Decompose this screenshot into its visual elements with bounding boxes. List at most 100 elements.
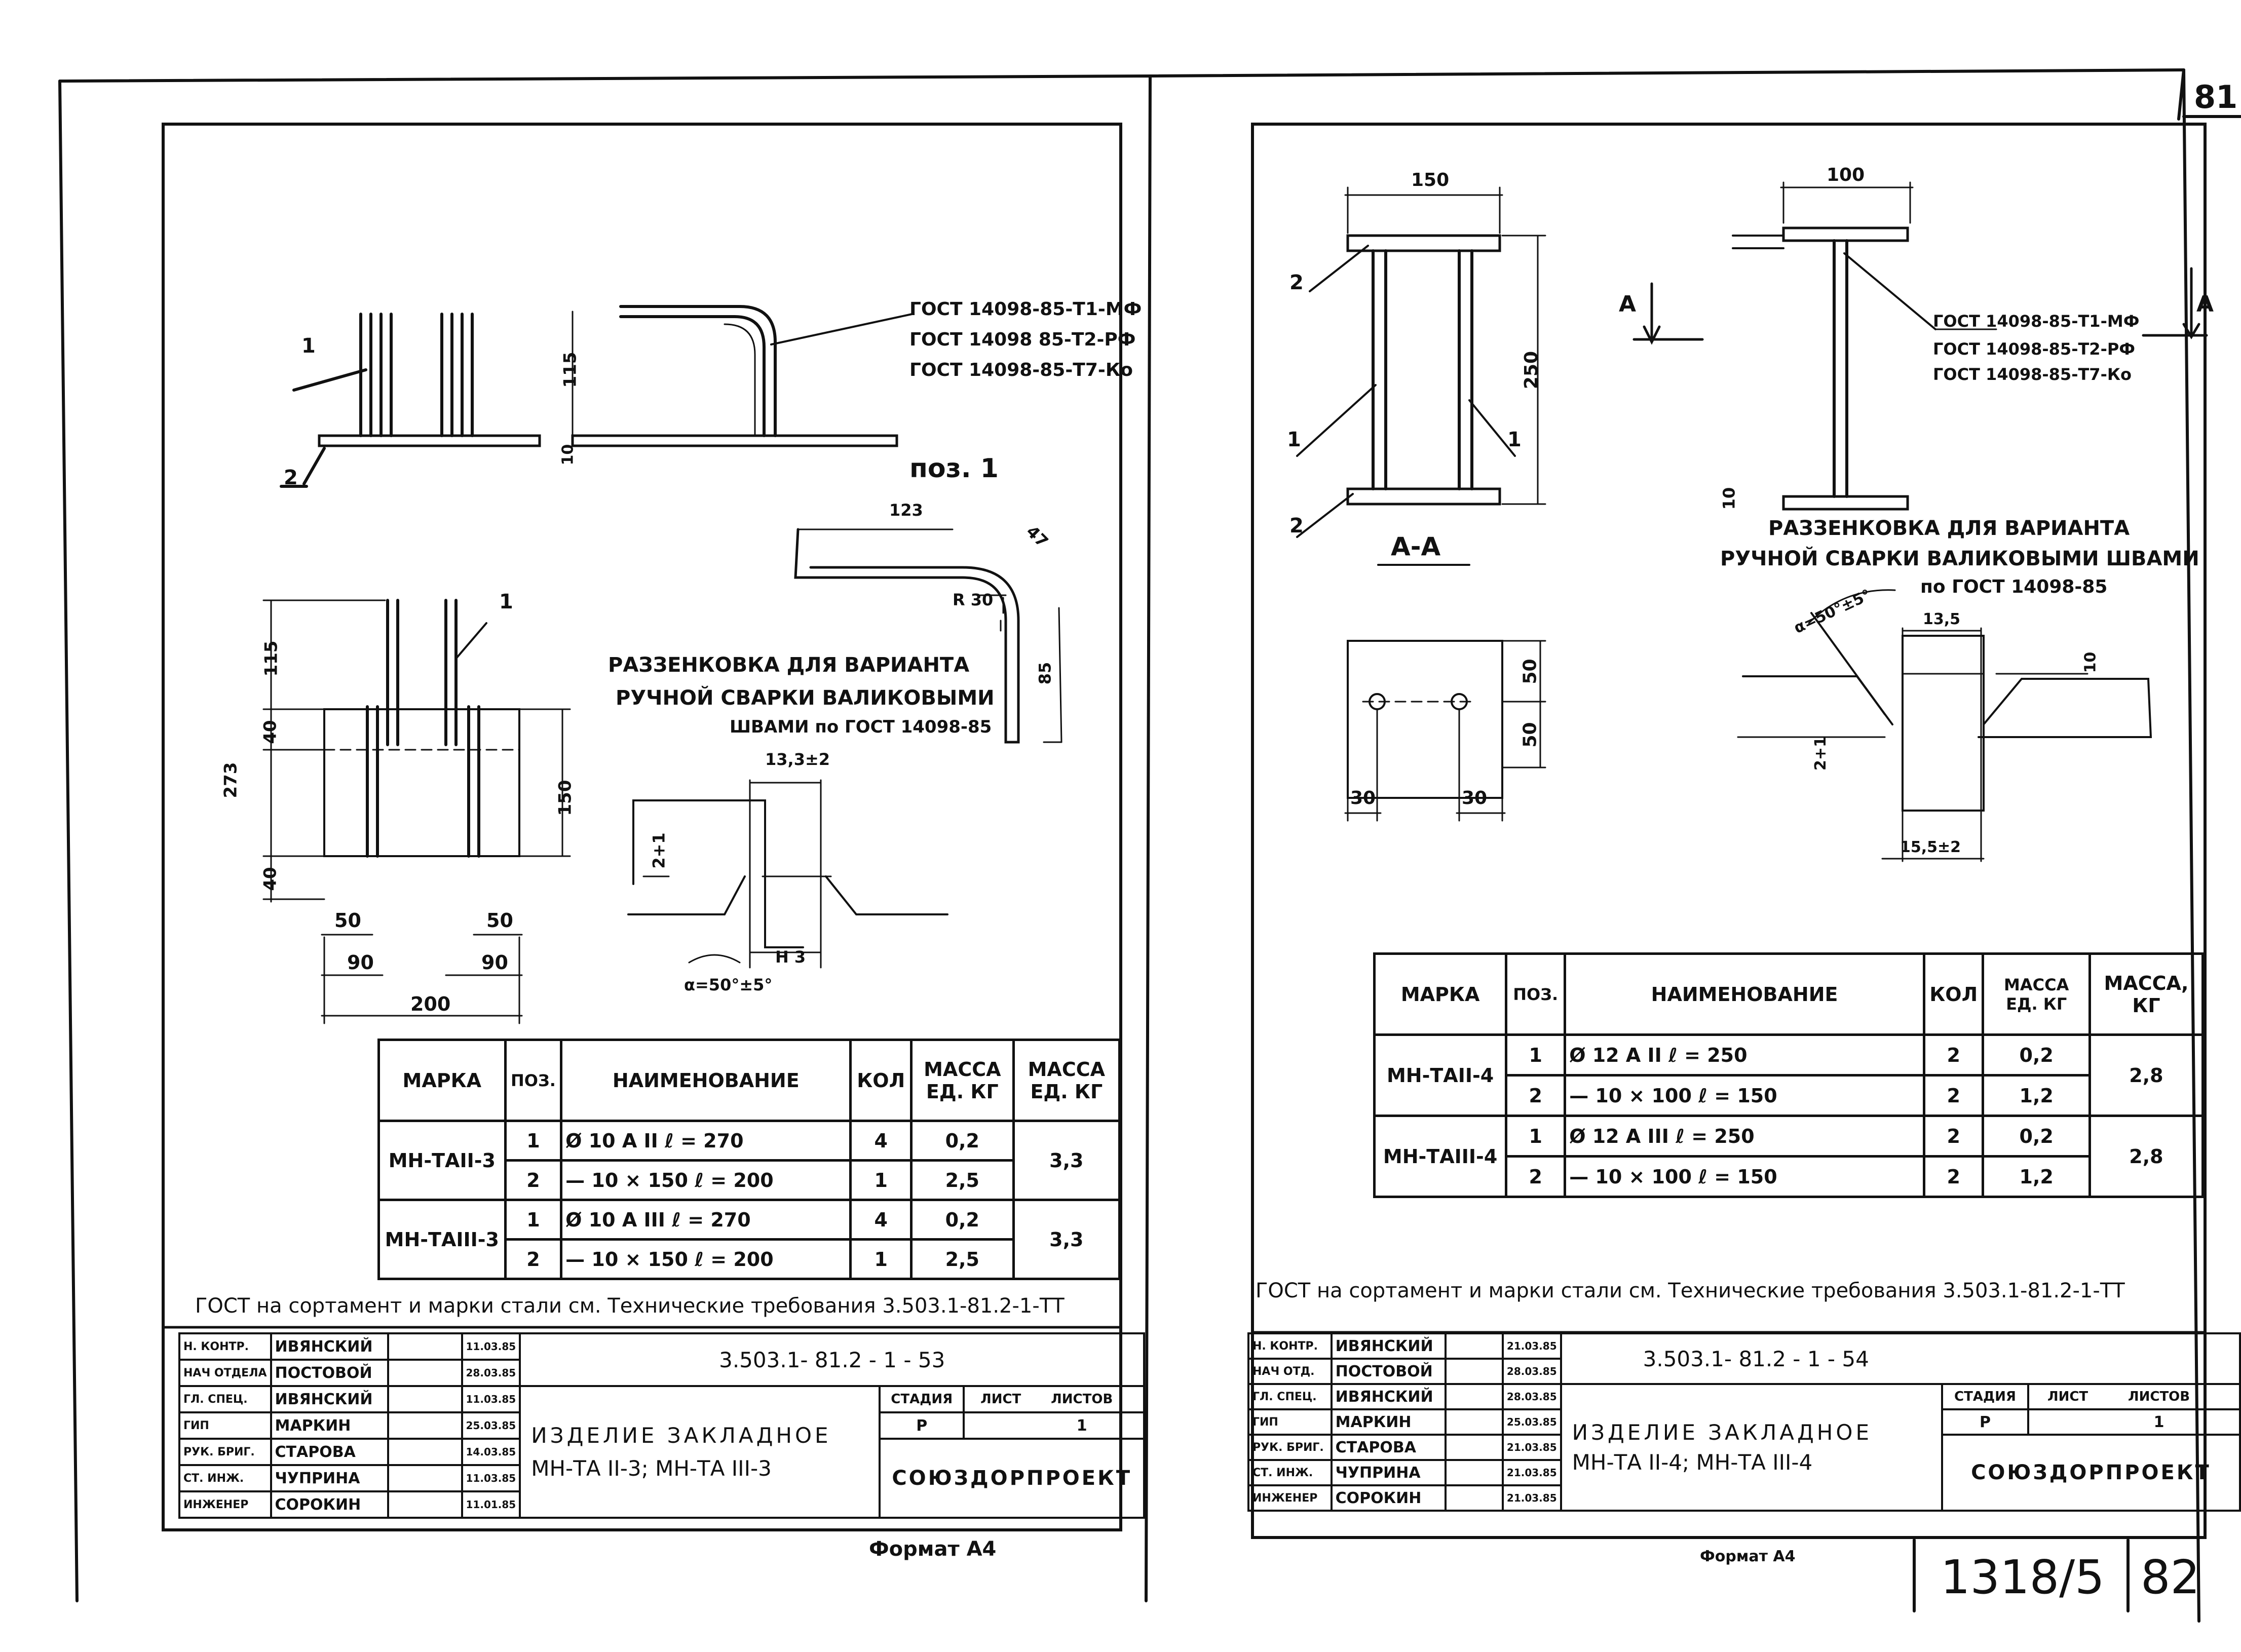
poz-cell: 1: [504, 1120, 563, 1162]
stamp-name: МАРКИН: [270, 1411, 389, 1440]
outer-frame-right: [1149, 68, 2185, 78]
mark-cell: МН-ТАIII-3: [377, 1199, 507, 1280]
stamp-role: РУК. БРИГ.: [1247, 1434, 1333, 1461]
archive-page: 82: [2141, 1550, 2200, 1604]
stamp-sheets-value: 1: [2153, 1413, 2164, 1431]
dim-90a: 90: [347, 951, 374, 974]
dim-v40b: 40: [260, 867, 281, 891]
total-cell: 3,3: [1012, 1120, 1121, 1201]
mass-cell: 0,2: [1982, 1115, 2091, 1158]
mass-cell: 0,2: [909, 1199, 1015, 1241]
stamp-sheets: 1: [2027, 1408, 2241, 1436]
poz-cell: 2: [504, 1238, 563, 1280]
left-inner-frame: [162, 123, 1122, 1531]
qty-cell: 4: [849, 1120, 913, 1162]
callout-1b: 1: [499, 590, 513, 613]
gost-ref-3: ГОСТ 14098-85-Т7-Ко: [1933, 365, 2132, 384]
stamp-sign: [387, 1359, 463, 1387]
dim-v40a: 40: [260, 720, 281, 744]
archive-number: 1318/5: [1941, 1550, 2105, 1604]
countersink-note-2: РУЧНОЙ СВАРКИ ВАЛИКОВЫМИ ШВАМИ: [1720, 547, 2199, 570]
stamp-title-2: МН-ТА II-3; МН-ТА III-3: [531, 1456, 772, 1481]
countersink-note-1: РАЗЗЕНКОВКА ДЛЯ ВАРИАНТА: [608, 654, 970, 677]
th-poz: ПОЗ.: [504, 1039, 563, 1122]
stamp-stage: Р: [1941, 1408, 2030, 1436]
stamp-role: ИНЖЕНЕР: [178, 1490, 272, 1519]
name-cell: Ø 10 А III ℓ = 270: [560, 1199, 852, 1241]
page-corner-number: 81: [2194, 79, 2238, 116]
callout-2: 2: [284, 466, 298, 489]
right-spec-table: МАРКА ПОЗ. НАИМЕНОВАНИЕ КОЛ МАССА ЕД. КГ…: [1373, 952, 2205, 1198]
left-spec-table: МАРКА ПОЗ. НАИМЕНОВАНИЕ КОЛ МАССА ЕД. КГ…: [377, 1039, 1121, 1280]
dim-gap-2: 2+1: [649, 832, 669, 869]
stamp-sign: [1445, 1408, 1504, 1436]
stamp-sheets-value: 1: [1076, 1416, 1087, 1435]
section-mark-left: А: [1619, 291, 1637, 317]
total-cell: 2,8: [2088, 1033, 2205, 1117]
th-qty: КОЛ: [1922, 952, 1985, 1036]
th-mass-total: МАССА, КГ: [2088, 952, 2205, 1036]
mass-cell: 2,5: [909, 1238, 1015, 1280]
callout-2: 2: [1289, 271, 1304, 294]
th-mark: МАРКА: [377, 1039, 507, 1122]
stamp-role: СТ. ИНЖ.: [178, 1464, 272, 1492]
stamp-name: ИВЯНСКИЙ: [1330, 1332, 1447, 1360]
left-format: Формат А4: [869, 1538, 997, 1561]
total-cell: 2,8: [2088, 1115, 2205, 1198]
stamp-role: ГЛ. СПЕЦ.: [1247, 1383, 1333, 1410]
stamp-name: СОРОКИН: [270, 1490, 389, 1519]
name-cell: — 10 × 100 ℓ = 150: [1564, 1074, 1925, 1117]
mark-cell: МН-ТАII-4: [1373, 1033, 1508, 1117]
qty-cell: 2: [1922, 1155, 1985, 1198]
stamp-date: 28.03.85: [1501, 1358, 1562, 1385]
left-title-block: Н. КОНТР. ИВЯНСКИЙ 11.03.85 3.503.1- 81.…: [178, 1332, 1146, 1519]
th-mass-unit: МАССА ЕД. КГ: [1982, 952, 2091, 1036]
stamp-sign: [387, 1411, 463, 1440]
stamp-sheets-label: ЛИСТОВ: [2128, 1389, 2190, 1404]
right-inner-frame: [1251, 123, 2207, 1539]
stamp-date: 25.03.85: [461, 1411, 521, 1440]
dim-30a: 30: [1350, 788, 1376, 809]
poz-cell: 2: [1505, 1074, 1567, 1117]
mass-cell: 1,2: [1982, 1155, 2091, 1198]
callout-1b: 1: [1507, 428, 1522, 451]
right-title-block: Н. КОНТР. ИВЯНСКИЙ 21.03.85 3.503.1- 81.…: [1247, 1332, 2241, 1512]
stamp-sign: [387, 1438, 463, 1466]
callout-2b: 2: [1289, 514, 1304, 537]
stamp-sign: [387, 1490, 463, 1519]
dim-13-3: 13,3±2: [765, 750, 830, 769]
stamp-name: ЧУПРИНА: [270, 1464, 389, 1492]
gost-ref-1: ГОСТ 14098-85-Т1-МФ: [909, 299, 1142, 320]
name-cell: Ø 12 А III ℓ = 250: [1564, 1115, 1925, 1158]
mass-cell: 1,2: [1982, 1074, 2091, 1117]
countersink-note-1: РАЗЗЕНКОВКА ДЛЯ ВАРИАНТА: [1768, 517, 2130, 540]
dim-h3: Н 3: [775, 947, 806, 967]
dim-10: 10: [1719, 487, 1739, 510]
dim-gap-2: 2+1: [1811, 737, 1830, 771]
dim-10: 10: [559, 444, 577, 466]
stamp-role: НАЧ ОТДЕЛА: [178, 1359, 272, 1387]
qty-cell: 2: [1922, 1115, 1985, 1158]
stamp-role: Н. КОНТР.: [1247, 1332, 1333, 1360]
poz-cell: 1: [504, 1199, 563, 1241]
stamp-code: 3.503.1- 81.2 - 1 - 54: [1560, 1332, 2241, 1385]
total-cell: 3,3: [1012, 1199, 1121, 1280]
name-cell: — 10 × 150 ℓ = 200: [560, 1159, 852, 1201]
stamp-name: ИВЯНСКИЙ: [270, 1385, 389, 1413]
dim-115: 115: [560, 352, 581, 388]
stamp-role: СТ. ИНЖ.: [1247, 1459, 1333, 1486]
dim-r30: R 30: [953, 590, 994, 609]
stamp-date: 28.03.85: [1501, 1383, 1562, 1410]
stamp-sign: [1445, 1434, 1504, 1461]
stamp-date: 28.03.85: [461, 1359, 521, 1387]
stamp-date: 21.03.85: [1501, 1332, 1562, 1360]
stamp-date: 11.01.85: [461, 1490, 521, 1519]
dim-v150: 150: [555, 780, 576, 816]
stamp-sheets: 1: [963, 1411, 1146, 1440]
qty-cell: 2: [1922, 1074, 1985, 1117]
stamp-title: ИЗДЕЛИЕ ЗАКЛАДНОЕ МН-ТА II-4; МН-ТА III-…: [1560, 1383, 1943, 1512]
left-gost-note: ГОСТ на сортамент и марки стали см. Техн…: [195, 1294, 1065, 1318]
stamp-sign: [1445, 1383, 1504, 1410]
